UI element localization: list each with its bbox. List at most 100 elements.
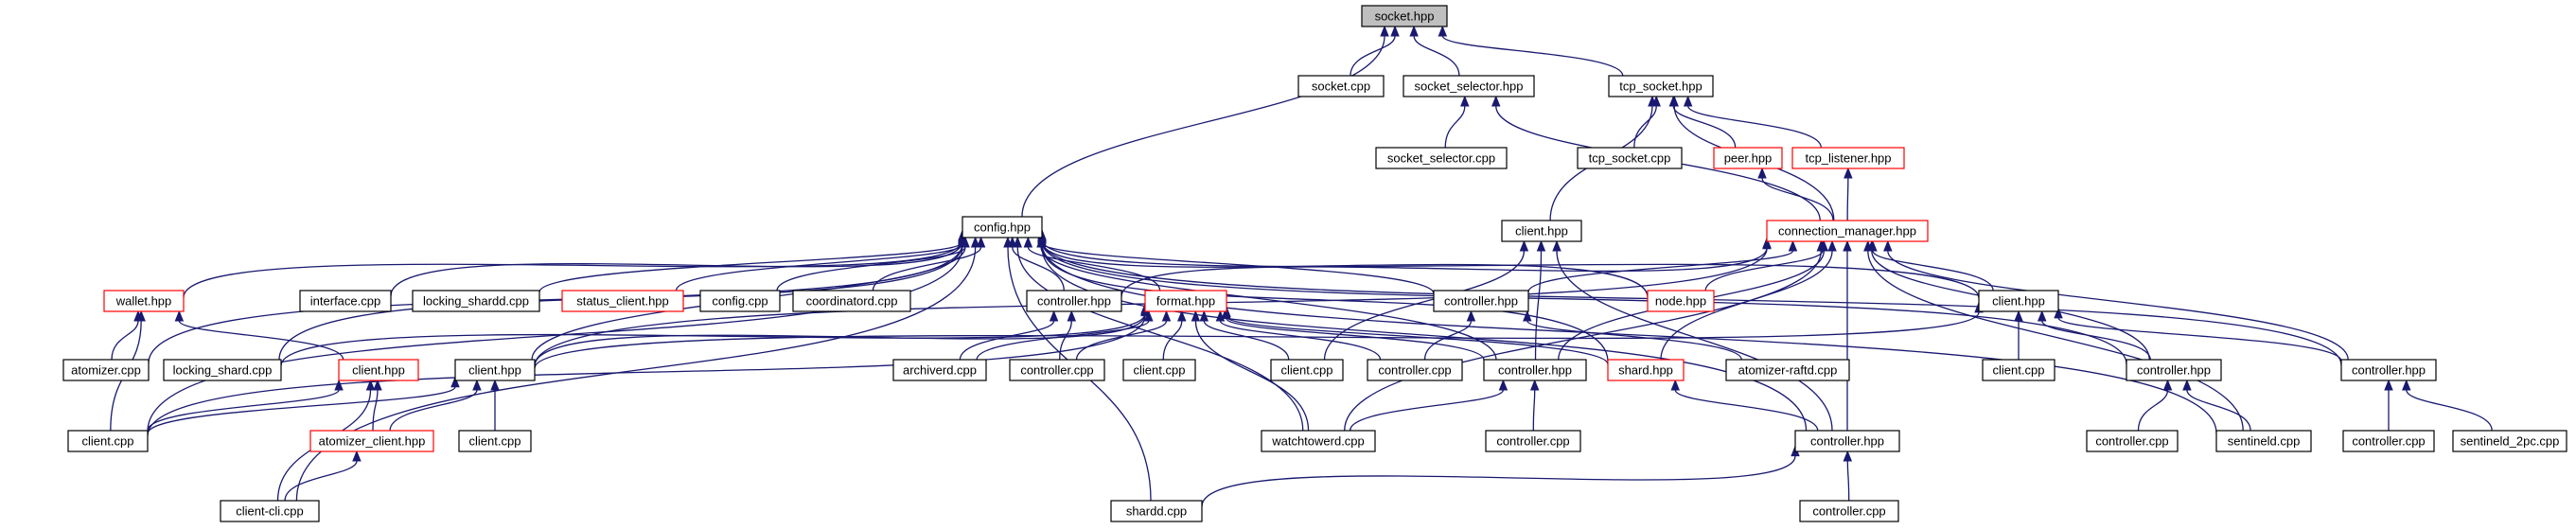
node-box [458, 430, 532, 452]
file-node-controller-cpp-b[interactable]: controller.cpp [1367, 359, 1463, 381]
file-node-socket-selector-hpp[interactable]: socket_selector.hpp [1403, 75, 1535, 97]
node-box [1799, 500, 1899, 522]
file-node-controller-cpp-e[interactable]: controller.cpp [2342, 430, 2435, 452]
file-node-atomizer-raftd-cpp[interactable]: atomizer-raftd.cpp [1725, 359, 1850, 381]
file-node-config-hpp[interactable]: config.hpp [962, 216, 1043, 238]
edge-line [1226, 317, 1485, 361]
file-node-client-cpp-mid[interactable]: client.cpp [458, 430, 532, 452]
node-label: client.hpp [352, 363, 405, 378]
file-node-client-cpp-c[interactable]: client.cpp [1982, 359, 2056, 381]
node-label: atomizer.cpp [71, 363, 141, 378]
file-node-config-cpp[interactable]: config.cpp [699, 290, 781, 312]
file-node-controller-hpp-a[interactable]: controller.hpp [1026, 290, 1122, 312]
arrowhead-icon [1161, 309, 1172, 322]
file-node-node-hpp[interactable]: node.hpp [1647, 290, 1715, 312]
arrowhead-icon [1023, 236, 1033, 248]
file-node-client-hpp-right[interactable]: client.hpp [1978, 290, 2059, 312]
file-node-controller-cpp-c[interactable]: controller.cpp [1485, 430, 1581, 452]
edge-client_cpp_mid-to-client_hpp_mid [490, 379, 500, 432]
arrowhead-icon [1199, 309, 1209, 322]
file-node-socket-hpp[interactable]: socket.hpp [1361, 5, 1448, 27]
node-label: controller.hpp [2137, 363, 2211, 378]
file-node-controller-hpp-e[interactable]: controller.hpp [2340, 359, 2437, 381]
edge-sentineld_cpp-to-config_hpp [1037, 232, 2217, 433]
edge-line [675, 243, 963, 292]
edge-socket_selector_hpp-to-socket_hpp [1409, 25, 1460, 77]
node-label: archiverd.cpp [903, 363, 977, 378]
arrowhead-icon [1762, 238, 1772, 250]
file-node-client-hpp-red[interactable]: client.hpp [338, 359, 419, 381]
node-label: client.hpp [1515, 224, 1568, 238]
edge-sentineld_2pc_cpp-to-controller_hpp_e [2402, 379, 2493, 432]
edge-line [1016, 246, 1304, 432]
node-box [1607, 359, 1685, 381]
node-label: atomizer_client.hpp [319, 434, 426, 449]
file-node-locking-shardd-cpp[interactable]: locking_shardd.cpp [412, 290, 540, 312]
file-node-status-client-hpp[interactable]: status_client.hpp [561, 290, 684, 312]
file-node-socket-selector-cpp[interactable]: socket_selector.cpp [1375, 147, 1508, 169]
arrowhead-icon [1757, 167, 1767, 179]
file-node-client-cpp-a[interactable]: client.cpp [1122, 359, 1196, 381]
node-label: status_client.hpp [576, 294, 669, 309]
node-box [1367, 359, 1463, 381]
file-node-controller-hpp-b[interactable]: controller.hpp [1433, 290, 1529, 312]
file-node-controller-cpp-f[interactable]: controller.cpp [1799, 500, 1899, 522]
file-node-format-hpp[interactable]: format.hpp [1144, 290, 1227, 312]
node-label: controller.cpp [1812, 504, 1885, 519]
file-node-sentineld-cpp[interactable]: sentineld.cpp [2215, 430, 2312, 452]
arrowhead-icon [2402, 379, 2411, 391]
file-node-connection-manager-hpp[interactable]: connection_manager.hpp [1766, 220, 1929, 242]
arrowhead-icon [2182, 379, 2192, 391]
file-node-controller-hpp-f[interactable]: controller.hpp [1794, 430, 1900, 452]
file-node-client-hpp-mid[interactable]: client.hpp [454, 359, 536, 381]
file-node-client-cpp-left[interactable]: client.cpp [67, 430, 149, 452]
edge-line [147, 246, 963, 432]
file-node-controller-cpp-a[interactable]: controller.cpp [1009, 359, 1105, 381]
edge-line [1441, 35, 1624, 77]
node-label: locking_shardd.cpp [423, 294, 529, 309]
node-label: controller.cpp [1020, 363, 1093, 378]
node-label: client.cpp [1281, 363, 1333, 378]
file-node-wallet-hpp[interactable]: wallet.hpp [103, 290, 185, 312]
arrowhead-icon [1827, 239, 1837, 252]
arrowhead-icon [1648, 95, 1657, 107]
file-node-watchtowerd-cpp[interactable]: watchtowerd.cpp [1261, 430, 1376, 452]
node-box [2340, 359, 2437, 381]
file-node-interface-cpp[interactable]: interface.cpp [299, 290, 392, 312]
arrowhead-icon [1788, 239, 1798, 252]
node-box [699, 290, 781, 312]
file-node-atomizer-client-hpp[interactable]: atomizer_client.hpp [309, 430, 434, 452]
edge-connection_manager_hpp-to-peer_hpp [1757, 167, 1834, 221]
file-node-sentineld-2pc-cpp[interactable]: sentineld_2pc.cpp [2452, 430, 2567, 452]
edge-line [1633, 105, 1657, 149]
node-label: controller.hpp [1037, 294, 1111, 309]
arrowhead-icon [1380, 25, 1389, 37]
file-node-locking-shard-cpp[interactable]: locking_shard.cpp [163, 359, 282, 381]
file-node-client-cli-cpp[interactable]: client-cli.cpp [220, 500, 320, 522]
file-node-socket-cpp[interactable]: socket.cpp [1297, 75, 1385, 97]
edge-line [2406, 389, 2493, 432]
arrowhead-icon [490, 379, 500, 391]
arrowhead-icon [2384, 379, 2393, 391]
node-label: shard.hpp [1618, 363, 1673, 378]
node-box [1577, 147, 1683, 169]
file-node-coordinatord-cpp[interactable]: coordinatord.cpp [792, 290, 911, 312]
edge-line [1887, 250, 2349, 361]
file-node-peer-hpp[interactable]: peer.hpp [1713, 147, 1783, 169]
file-node-tcp-socket-hpp[interactable]: tcp_socket.hpp [1608, 75, 1714, 97]
file-node-atomizer-cpp[interactable]: atomizer.cpp [62, 359, 150, 381]
file-node-client-cpp-b[interactable]: client.cpp [1270, 359, 1344, 381]
edge-line [1867, 250, 2244, 432]
file-node-shardd-cpp[interactable]: shardd.cpp [1110, 500, 1203, 522]
file-node-tcp-socket-cpp[interactable]: tcp_socket.cpp [1577, 147, 1683, 169]
file-node-client-hpp-top[interactable]: client.hpp [1501, 220, 1582, 242]
file-node-archiverd-cpp[interactable]: archiverd.cpp [892, 359, 987, 381]
file-node-controller-hpp-d[interactable]: controller.hpp [2126, 359, 2222, 381]
arrowhead-icon [352, 450, 362, 462]
file-node-shard-hpp[interactable]: shard.hpp [1607, 359, 1685, 381]
file-node-controller-hpp-c[interactable]: controller.hpp [1483, 359, 1587, 381]
file-node-tcp-listener-hpp[interactable]: tcp_listener.hpp [1791, 147, 1905, 169]
node-box [1647, 290, 1715, 312]
file-node-controller-cpp-d[interactable]: controller.cpp [2086, 430, 2179, 452]
